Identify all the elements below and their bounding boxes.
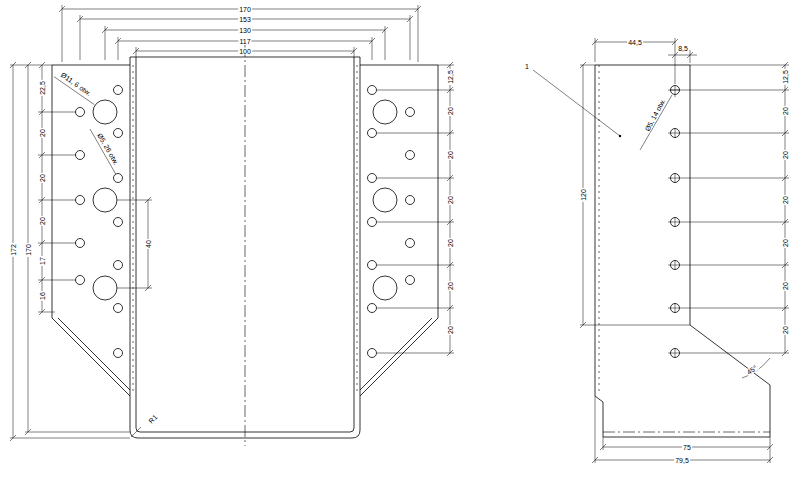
callout-number: 1 — [524, 63, 530, 70]
dimension-label: 79,5 — [674, 457, 690, 464]
dimension-label: 172 — [10, 243, 17, 257]
dimension-label: 16 — [39, 291, 46, 301]
dimension-label: 12,5 — [782, 69, 789, 85]
dimension-label: 20 — [782, 325, 789, 335]
leader-note: Ø11, 6 otw. — [58, 71, 92, 98]
leader-dot — [619, 135, 621, 137]
dimension-label: 153 — [238, 16, 252, 23]
dimension-label: 22,5 — [39, 80, 46, 96]
dimension-line — [59, 5, 421, 62]
dimension-label: 20 — [39, 128, 46, 138]
center-mark — [670, 85, 680, 358]
dimension-label: 20 — [782, 281, 789, 291]
dimension-line — [668, 62, 789, 356]
dimension-label: 44,5 — [627, 39, 643, 46]
dimension-label: 20 — [447, 150, 454, 160]
dimension-line — [38, 62, 76, 315]
dimension-label: 130 — [238, 27, 252, 34]
hole-group — [671, 86, 680, 358]
dimension-line — [580, 62, 690, 328]
dimension-label: 120 — [580, 188, 587, 202]
side-view-outline — [595, 65, 770, 437]
dimension-label: 8,5 — [677, 45, 689, 52]
dimension-label: 20 — [447, 238, 454, 248]
dimension-label: 20 — [447, 325, 454, 335]
dimension-label: 20 — [782, 238, 789, 248]
dimension-label: 20 — [447, 281, 454, 291]
dimension-line — [117, 197, 152, 291]
right-flange-outline — [360, 65, 438, 396]
dimension-line — [592, 38, 697, 84]
bend-line — [133, 65, 357, 392]
dimension-label: 12,5 — [447, 69, 454, 85]
dimension-label: 100 — [238, 48, 252, 55]
dimension-label: 20 — [39, 173, 46, 183]
channel-outline — [130, 57, 360, 438]
center-line — [245, 45, 246, 446]
dimension-line — [10, 62, 130, 441]
dimension-label: 75 — [682, 444, 692, 451]
dimension-label: 20 — [447, 195, 454, 205]
leader-note: Ø5, 26 otw. — [96, 131, 121, 167]
leader-line — [533, 70, 620, 136]
dimension-label: 117 — [238, 38, 251, 45]
left-flange-outline — [52, 65, 130, 396]
dimension-label: 20 — [782, 106, 789, 116]
dimension-label: R1 — [147, 413, 160, 426]
angle-arc — [742, 358, 770, 378]
dimension-line — [592, 396, 773, 463]
hole-group — [76, 86, 415, 358]
dimension-label: 20 — [782, 150, 789, 160]
dimension-label: 17 — [39, 256, 46, 266]
dimension-label: 20 — [39, 216, 46, 226]
dimension-line — [377, 62, 454, 356]
dimension-label: 45° — [745, 364, 759, 377]
leader-note: Ø5, 14 otw. — [643, 97, 667, 133]
leader-line — [640, 95, 672, 150]
dimension-label: 20 — [782, 195, 789, 205]
hidden-line — [603, 432, 770, 433]
leader-line — [131, 427, 141, 437]
dimension-label: 40 — [145, 239, 152, 249]
dimension-label: 170 — [25, 243, 32, 257]
dimension-label: 170 — [238, 6, 252, 13]
bend-line — [599, 65, 600, 392]
dimension-label: 20 — [447, 106, 454, 116]
